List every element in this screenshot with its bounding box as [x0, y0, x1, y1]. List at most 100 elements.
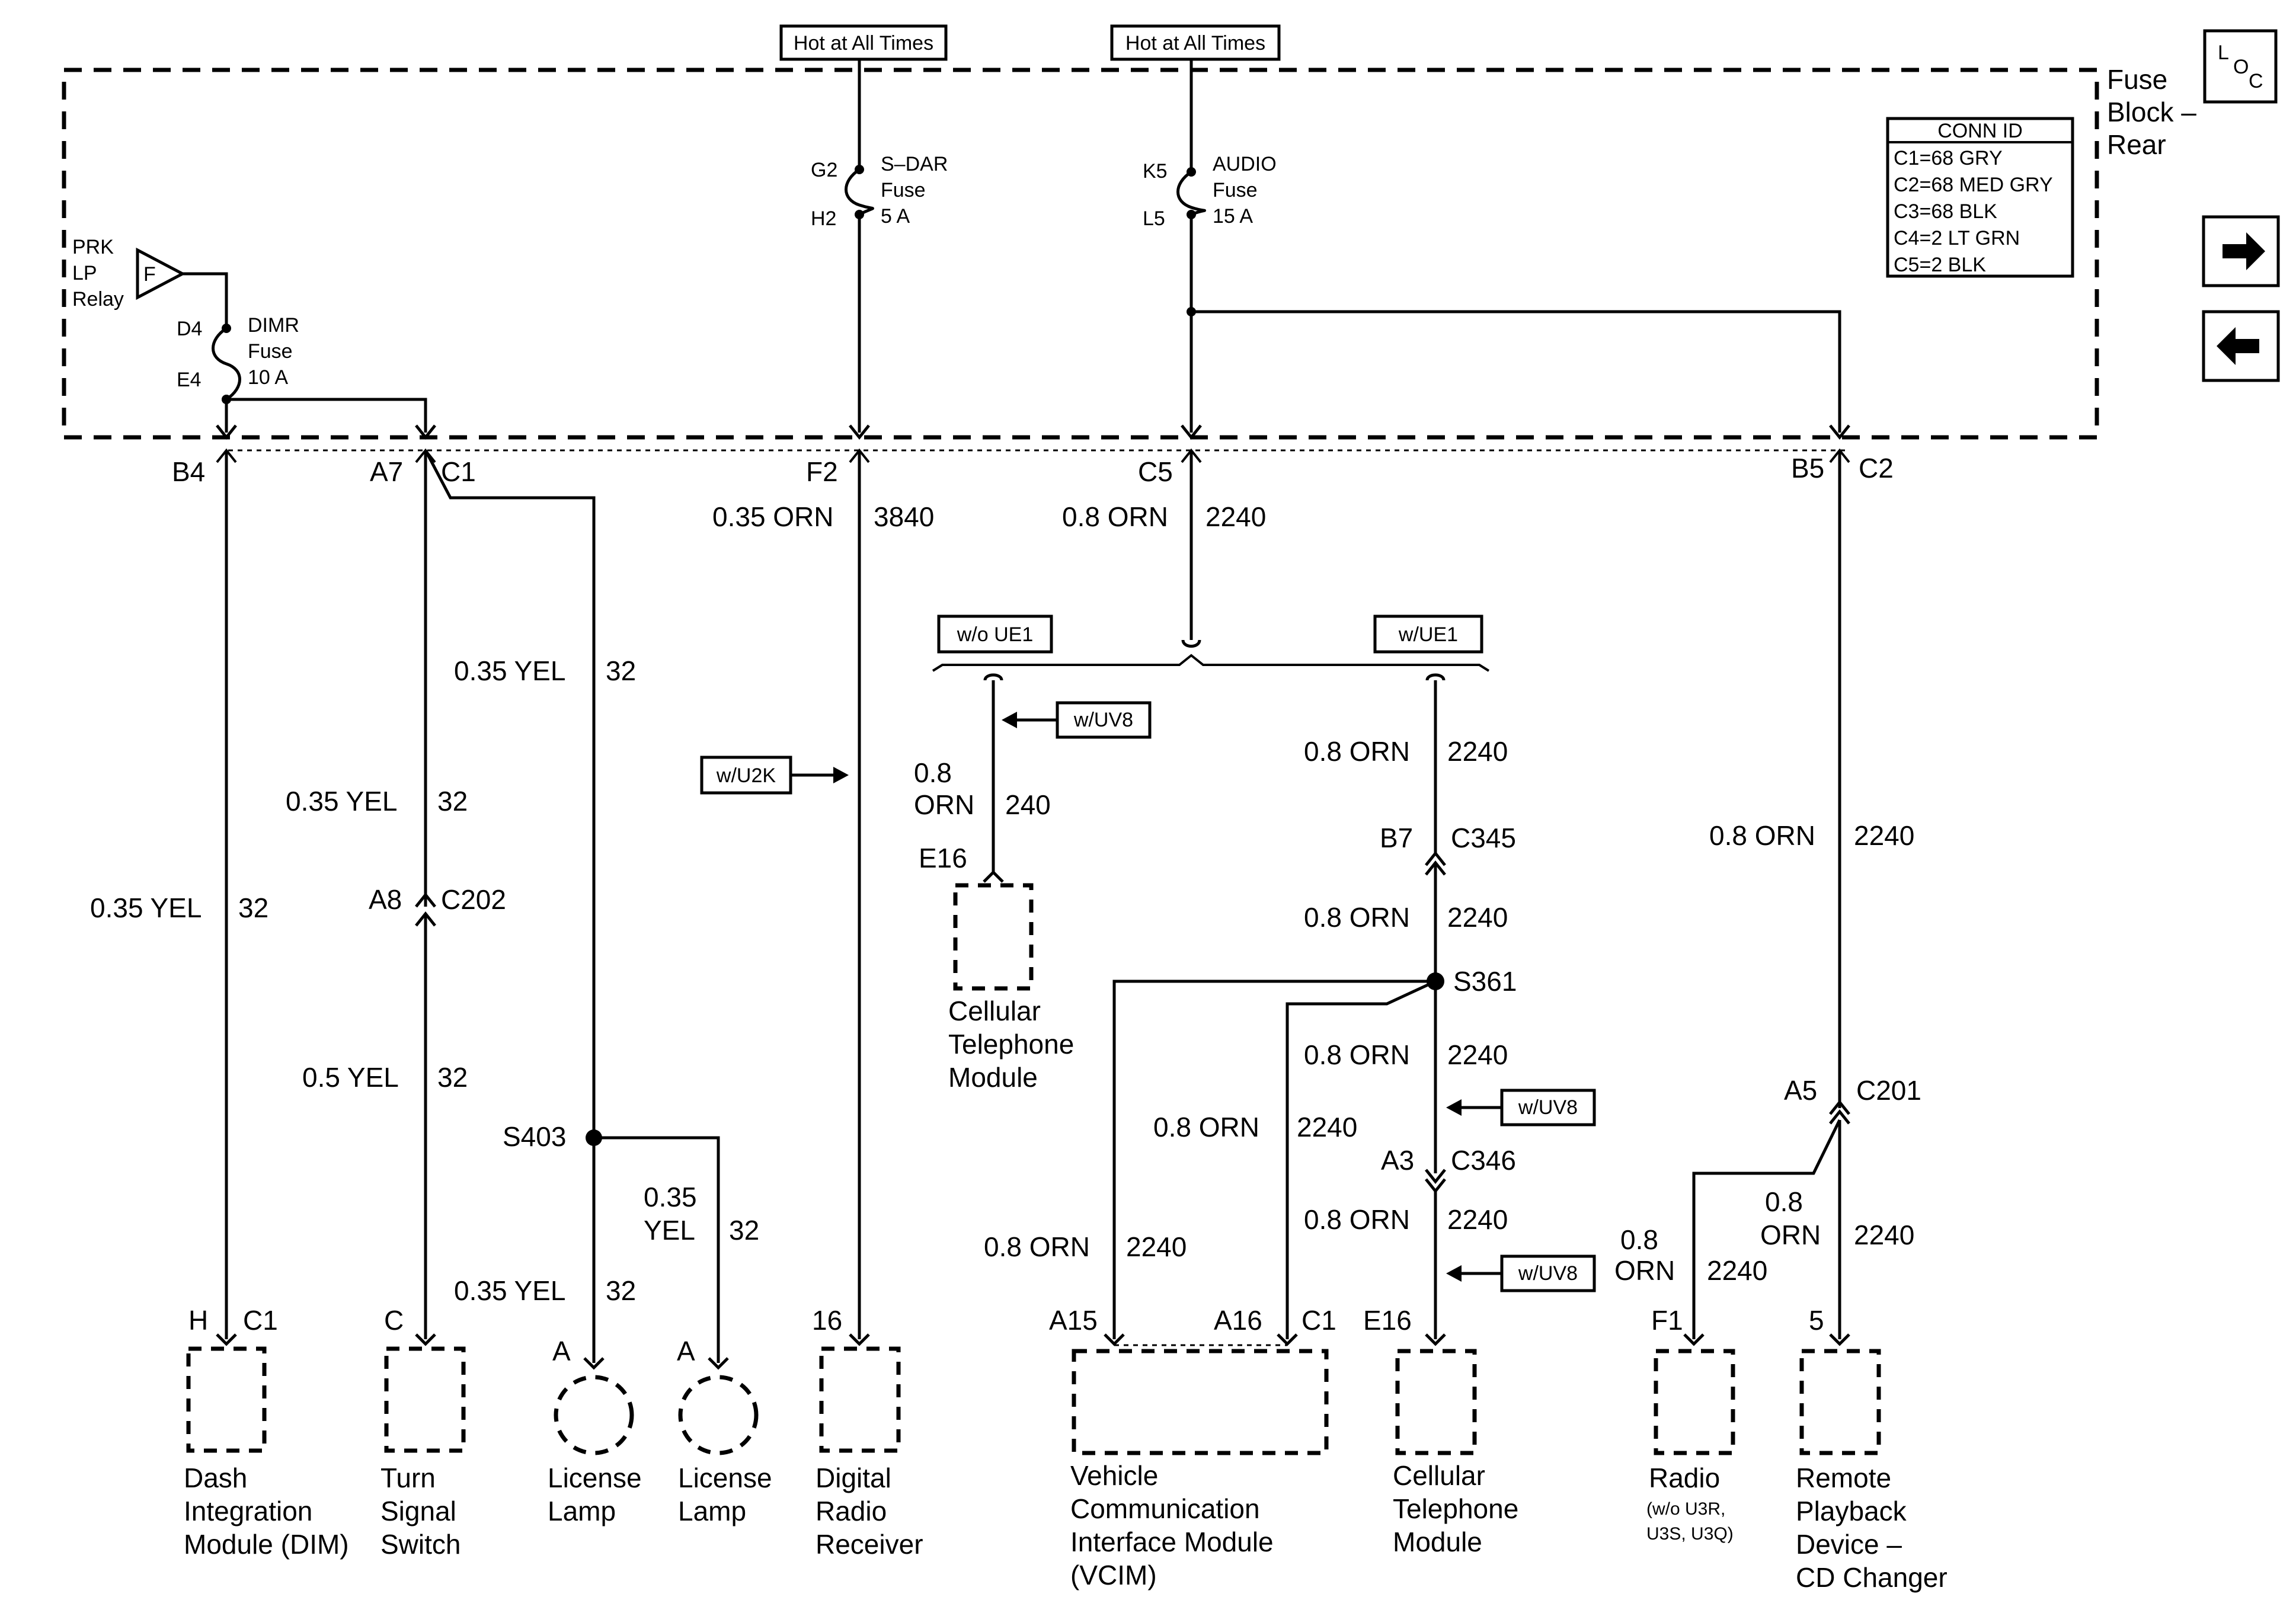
svg-text:Telephone: Telephone — [948, 1029, 1074, 1060]
svg-text:O: O — [2233, 56, 2249, 78]
fuse-name: Fuse — [248, 340, 293, 363]
connector-label: C346 — [1451, 1145, 1516, 1176]
svg-text:C: C — [2249, 70, 2263, 92]
wire-circuit: 2240 — [1447, 1204, 1508, 1235]
arrow-left-icon[interactable] — [2202, 310, 2280, 382]
svg-text:C1: C1 — [243, 1305, 278, 1336]
svg-text:Lamp: Lamp — [548, 1496, 616, 1526]
wire-circuit: 3840 — [874, 501, 934, 532]
wire-circuit: 32 — [606, 1275, 636, 1306]
svg-text:Module: Module — [948, 1062, 1038, 1093]
arrow-right-icon[interactable] — [2202, 215, 2280, 287]
option-w-uv8: w/UV8 — [1446, 1254, 1596, 1292]
wire-circuit: 2240 — [1447, 902, 1508, 933]
svg-text:Module: Module — [1393, 1526, 1482, 1557]
wire-gauge: 0.35 YEL — [286, 786, 397, 817]
connector-label: A3 — [1381, 1145, 1414, 1176]
dash-integration-module: H C1 Dash Integration Module (DIM) — [184, 1305, 349, 1560]
svg-text:Hot at All Times: Hot at All Times — [794, 32, 933, 55]
wire-circuit: 2240 — [1205, 501, 1266, 532]
relay-label: Relay — [72, 288, 124, 311]
wire-circuit: 2240 — [1854, 820, 1914, 851]
svg-text:Digital: Digital — [816, 1462, 891, 1493]
svg-text:C5=2 BLK: C5=2 BLK — [1894, 254, 1986, 276]
wire-gauge: 0.8 ORN — [1304, 1039, 1410, 1070]
svg-text:Lamp: Lamp — [678, 1496, 746, 1526]
svg-text:C2=68 MED GRY: C2=68 MED GRY — [1894, 174, 2053, 196]
svg-text:Radio: Radio — [816, 1496, 887, 1526]
svg-text:CONN ID: CONN ID — [1937, 120, 2023, 142]
fuse-block-outline — [62, 68, 2099, 440]
fuse-name: DIMR — [248, 314, 299, 337]
wire-gauge: ORN — [914, 789, 974, 820]
connector-label: C1 — [441, 456, 476, 487]
wire-gauge: 0.8 ORN — [1304, 1204, 1410, 1235]
wire-gauge: ORN — [1760, 1220, 1821, 1250]
svg-text:16: 16 — [812, 1305, 842, 1336]
digital-radio-receiver: 16 Digital Radio Receiver — [812, 1305, 923, 1560]
sdar-fuse-symbol — [845, 168, 874, 216]
svg-text:w/U2K: w/U2K — [716, 764, 776, 787]
dimr-fuse-symbol — [212, 327, 241, 401]
option-w-uv8: w/UV8 — [1002, 701, 1152, 739]
svg-text:C3=68 BLK: C3=68 BLK — [1894, 200, 1997, 223]
audio-fuse-symbol — [1176, 170, 1206, 216]
option-w-ue1: w/UE1 — [1373, 615, 1483, 654]
wire-gauge: 0.5 YEL — [302, 1062, 399, 1093]
location-icon[interactable]: L O C — [2203, 29, 2278, 104]
svg-text:License: License — [548, 1462, 642, 1493]
fuse-block-title: Block – — [2107, 97, 2196, 127]
license-lamp-1: A License Lamp — [548, 1336, 642, 1526]
wire-gauge: 0.35 YEL — [454, 655, 565, 686]
connector-label: C202 — [441, 884, 506, 915]
fuse-rating: 15 A — [1213, 205, 1253, 228]
wire-circuit: 32 — [606, 655, 636, 686]
wire-gauge: 0.8 ORN — [1304, 736, 1410, 767]
svg-text:License: License — [678, 1462, 772, 1493]
svg-text:C1=68 GRY: C1=68 GRY — [1894, 147, 2003, 169]
conn-id-table: CONN ID C1=68 GRY C2=68 MED GRY C3=68 BL… — [1886, 117, 2074, 278]
wire-gauge: 0.35 YEL — [454, 1275, 565, 1306]
connector-label: A7 — [370, 456, 403, 487]
svg-text:L: L — [2218, 41, 2229, 64]
wire-gauge: 0.35 YEL — [90, 892, 202, 923]
svg-text:Radio: Radio — [1649, 1462, 1720, 1493]
wire-circuit: 2240 — [1297, 1112, 1357, 1142]
wire-gauge: 0.8 ORN — [984, 1231, 1090, 1262]
svg-text:5: 5 — [1809, 1305, 1824, 1336]
svg-text:E16: E16 — [919, 843, 967, 873]
wire-gauge: ORN — [1614, 1255, 1675, 1286]
wire-gauge: 0.8 ORN — [1304, 902, 1410, 933]
svg-text:A: A — [677, 1336, 695, 1366]
fuse-pin: H2 — [811, 207, 836, 230]
connector-label: A8 — [369, 884, 402, 915]
connector-label: A5 — [1784, 1075, 1817, 1106]
svg-text:U3S, U3Q): U3S, U3Q) — [1646, 1524, 1734, 1544]
cellular-telephone-module-bottom: E16 Cellular Telephone Module — [1363, 1305, 1518, 1557]
splice-label: S403 — [503, 1121, 566, 1152]
connector-label: C201 — [1856, 1075, 1921, 1106]
svg-text:Vehicle: Vehicle — [1070, 1460, 1158, 1491]
connector-label: B4 — [172, 456, 205, 487]
fuse-rating: 10 A — [248, 366, 288, 389]
svg-text:w/o UE1: w/o UE1 — [957, 623, 1034, 646]
svg-text:Module (DIM): Module (DIM) — [184, 1529, 349, 1560]
wire-circuit: 2240 — [1126, 1231, 1187, 1262]
connector-label: B7 — [1380, 822, 1413, 853]
svg-text:Communication: Communication — [1070, 1493, 1260, 1524]
svg-text:(w/o U3R,: (w/o U3R, — [1646, 1499, 1725, 1519]
svg-text:Turn: Turn — [380, 1462, 436, 1493]
fuse-name: Fuse — [1213, 179, 1258, 201]
svg-text:C4=2 LT GRN: C4=2 LT GRN — [1894, 227, 2020, 249]
svg-text:Integration: Integration — [184, 1496, 312, 1526]
wire-gauge: 0.35 ORN — [712, 501, 834, 532]
wire-circuit: 2240 — [1854, 1220, 1914, 1250]
wire-circuit: 2240 — [1447, 736, 1508, 767]
wire-gauge: 0.8 ORN — [1062, 501, 1168, 532]
wire-gauge: 0.8 — [914, 757, 952, 788]
option-wo-ue1: w/o UE1 — [937, 615, 1053, 654]
svg-text:Dash: Dash — [184, 1462, 247, 1493]
wire-circuit: 32 — [437, 1062, 468, 1093]
fuse-pin: E4 — [177, 369, 202, 391]
turn-signal-switch: C Turn Signal Switch — [380, 1305, 466, 1560]
